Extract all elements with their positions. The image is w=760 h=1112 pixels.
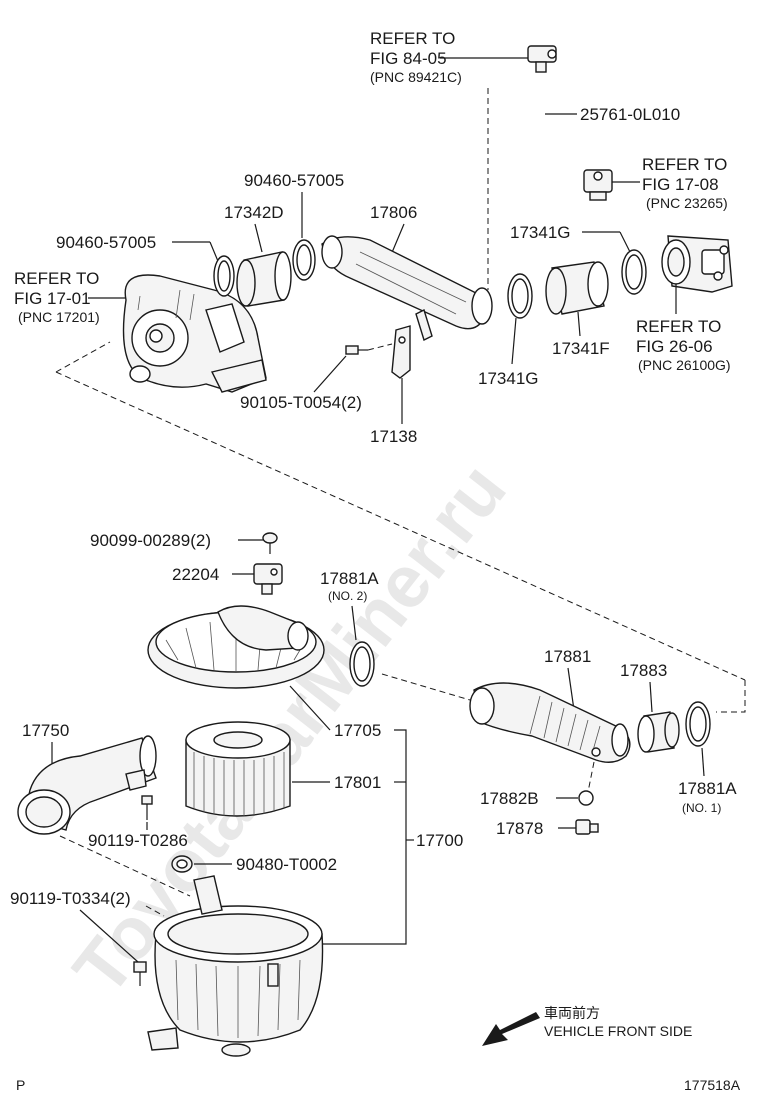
- leader-17881A-2: [351, 605, 357, 641]
- dash-duct-to-case: [59, 835, 191, 897]
- grommet-90480-icon: [171, 855, 193, 873]
- hose-17883-icon: [637, 711, 680, 753]
- dash-bolt-to-case: [145, 905, 165, 917]
- hose-clamp-17341G-top-icon: [621, 249, 647, 295]
- ref-84-05-line3: (PNC 89421C): [370, 69, 462, 85]
- label-17705: 17705: [334, 721, 381, 740]
- hose-clamp-17881A-2-icon: [349, 641, 375, 687]
- dash-line-right: [716, 680, 746, 713]
- bracket-17138-icon: [391, 325, 411, 379]
- label-90480: 90480-T0002: [236, 855, 337, 874]
- dash-line-left: [55, 341, 111, 373]
- oring-17882B-icon: [578, 790, 594, 806]
- label-17806: 17806: [370, 203, 417, 222]
- hose-clamp-left-icon: [213, 255, 235, 297]
- hose-17341F-icon: [545, 261, 609, 315]
- label-17881A-2-note: (NO. 2): [328, 589, 367, 603]
- bolt-90119-b-icon: [133, 961, 147, 986]
- label-90105: 90105-T0054(2): [240, 393, 362, 412]
- page-marker: P: [16, 1077, 25, 1093]
- leader-17881A-1: [701, 747, 705, 777]
- air-intake-duct-17750-icon: [17, 735, 157, 835]
- dash-hose-to-oring: [587, 761, 595, 793]
- label-17342D: 17342D: [224, 203, 284, 222]
- ref-17-08-line2: FIG 17-08: [642, 175, 719, 194]
- group-bracket-17700: [322, 729, 407, 945]
- air-cleaner-cap-17705-icon: [147, 605, 325, 689]
- label-90099: 90099-00289(2): [90, 531, 211, 550]
- bolt-90105-icon: [345, 345, 368, 355]
- intake-pipe-17806-icon: [321, 235, 493, 341]
- ref-26-06-line1: REFER TO: [636, 317, 721, 336]
- ref-17-01-line2: FIG 17-01: [14, 289, 91, 308]
- dash-line-diagonal: [55, 371, 746, 681]
- leader-17705: [289, 685, 331, 731]
- ref-17-01-line3: (PNC 17201): [18, 309, 100, 325]
- label-90119-a: 90119-T0286: [88, 831, 188, 850]
- air-cleaner-case-icon: [147, 875, 324, 1057]
- label-25761: 25761-0L010: [580, 105, 680, 124]
- dash-clamp-to-hose: [381, 673, 471, 701]
- label-17881A-2: 17881A: [320, 569, 379, 588]
- fitting-17878-icon: [575, 819, 599, 835]
- dash-bolt-90105: [367, 343, 393, 351]
- label-17341G-top: 17341G: [510, 223, 571, 242]
- vacuum-connector-icon: [527, 45, 557, 73]
- label-90460-a: 90460-57005: [244, 171, 344, 190]
- ref-84-05-line2: FIG 84-05: [370, 49, 447, 68]
- leader-17341G-top-end: [619, 231, 631, 253]
- air-filter-element-17801-icon: [185, 721, 291, 817]
- air-hose-17881-icon: [469, 682, 631, 763]
- ref-17-08-line3: (PNC 23265): [646, 195, 728, 211]
- label-17881A-1: 17881A: [678, 779, 737, 798]
- leader-17881: [567, 667, 575, 711]
- leader-17341G-bottom: [511, 317, 517, 365]
- label-17881A-1-note: (NO. 1): [682, 801, 721, 815]
- leader-17342D: [254, 223, 263, 253]
- ref-17-08-line1: REFER TO: [642, 155, 727, 174]
- hose-clamp-17881A-1-icon: [685, 701, 711, 747]
- turbocharger-icon: [122, 274, 267, 393]
- label-17341F: 17341F: [552, 339, 610, 358]
- label-17883: 17883: [620, 661, 667, 680]
- label-90119-b: 90119-T0334(2): [10, 889, 131, 908]
- label-17138: 17138: [370, 427, 417, 446]
- ref-26-06-line3: (PNC 26100G): [638, 357, 731, 373]
- leader-90119-b: [79, 909, 139, 963]
- ref-17-01-line1: REFER TO: [14, 269, 99, 288]
- ref-26-06-line2: FIG 26-06: [636, 337, 713, 356]
- label-17878: 17878: [496, 819, 543, 838]
- airflow-meter-22204-icon: [253, 563, 283, 595]
- label-22204: 22204: [172, 565, 219, 584]
- screw-90099-icon: [262, 532, 278, 554]
- label-17882B: 17882B: [480, 789, 539, 808]
- leader-17341F: [577, 311, 581, 337]
- label-90460-b: 90460-57005: [56, 233, 156, 252]
- hose-clamp-upper-icon: [292, 239, 316, 281]
- leader-17883: [649, 681, 653, 713]
- hose-clamp-17341G-icon: [507, 273, 533, 319]
- label-17750: 17750: [22, 721, 69, 740]
- front-direction-arrow-icon: [482, 1012, 540, 1046]
- figure-id: 177518A: [684, 1077, 741, 1093]
- hose-17342D-icon: [236, 251, 292, 307]
- vacuum-hose: [540, 74, 584, 169]
- throttle-body-icon: [661, 235, 733, 293]
- ref-84-05-line1: REFER TO: [370, 29, 455, 48]
- label-17881: 17881: [544, 647, 591, 666]
- label-17801: 17801: [334, 773, 381, 792]
- vsv-valve-icon: [583, 169, 613, 201]
- direction-label-en: VEHICLE FRONT SIDE: [544, 1023, 692, 1039]
- direction-label-jp: 車両前方: [544, 1005, 600, 1021]
- leader-90105: [313, 355, 347, 393]
- bolt-90119-a-icon: [141, 795, 153, 820]
- label-17341G-bottom: 17341G: [478, 369, 539, 388]
- label-17700: 17700: [416, 831, 463, 850]
